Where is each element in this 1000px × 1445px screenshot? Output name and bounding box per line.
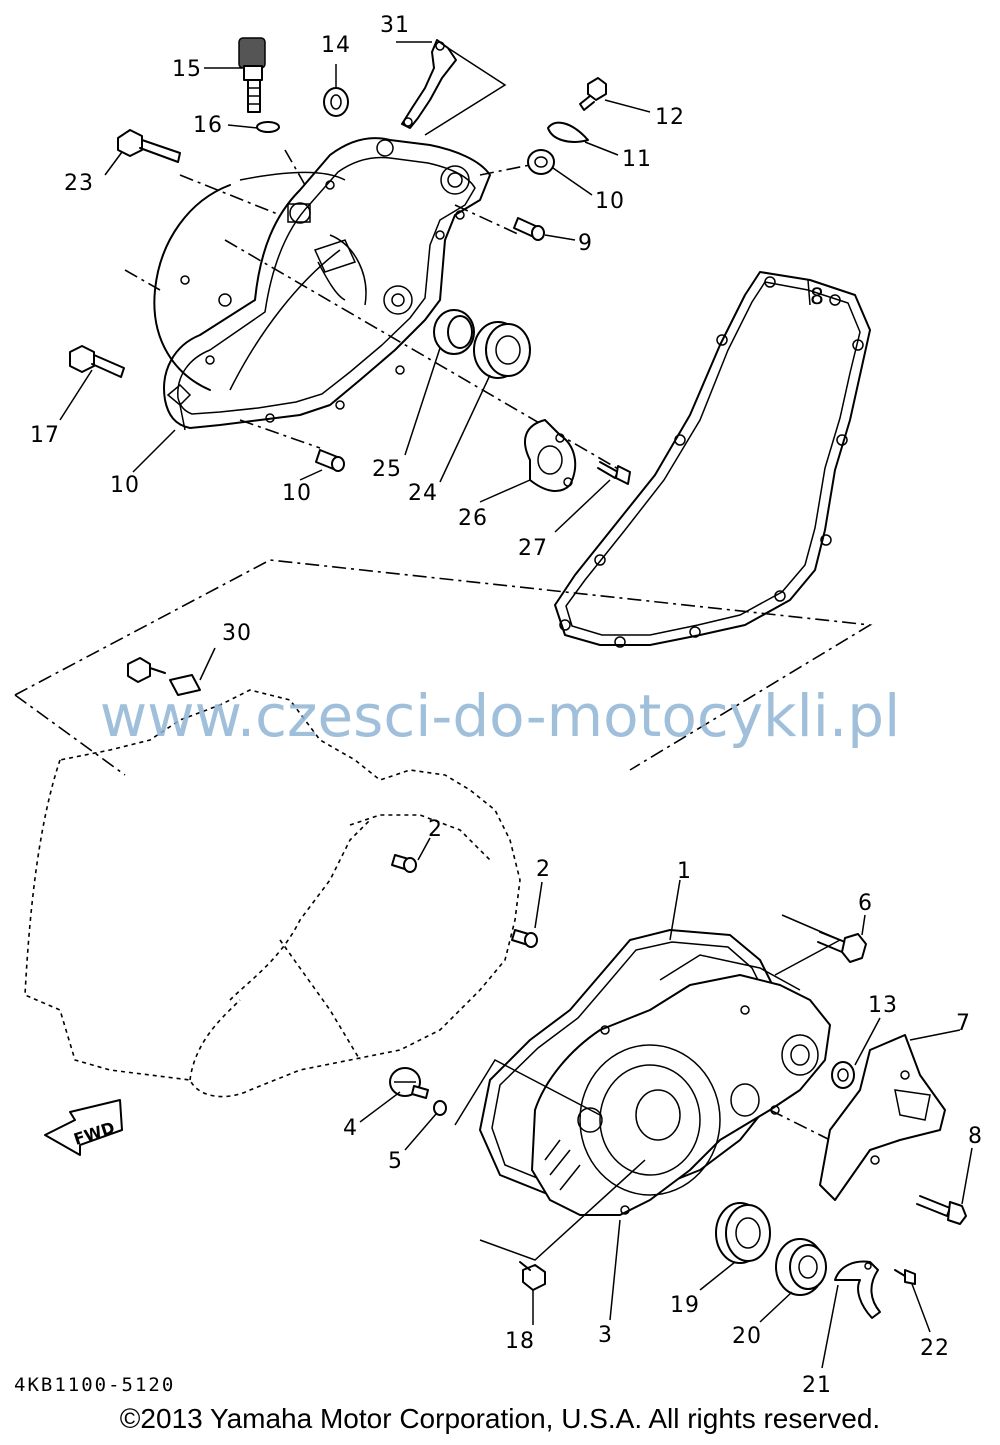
callout-28: 26 (458, 506, 488, 531)
callout-3: 3 (598, 1323, 613, 1348)
callout-4: 4 (343, 1116, 358, 1141)
callout-7: 7 (956, 1011, 971, 1036)
bracket-31 (401, 39, 507, 136)
bearing-21 (715, 1202, 771, 1264)
callout-14: 12 (655, 105, 685, 130)
oil-seal-22 (775, 1238, 827, 1296)
callout-2-right: 2 (536, 857, 551, 882)
callout-21: 19 (670, 1293, 700, 1318)
crankcase-cover-11 (153, 137, 491, 431)
oil-seal-27 (433, 309, 475, 355)
callout-24: 22 (920, 1336, 950, 1361)
crankcase-cover-3 (479, 929, 831, 1216)
bolt-25 (117, 129, 181, 163)
callout-11: 10 (110, 473, 140, 498)
bolt-6 (817, 931, 867, 963)
callout-20: 18 (505, 1329, 535, 1354)
plug-4 (389, 1067, 429, 1099)
callout-22: 20 (732, 1324, 762, 1349)
callout-16: 14 (321, 33, 351, 58)
callout-1: 1 (677, 859, 692, 884)
sprocket-cover-7 (819, 1034, 946, 1201)
forward-direction-arrow: FWD (44, 1099, 123, 1156)
callout-27: 25 (372, 457, 402, 482)
callout-2-left: 2 (428, 817, 443, 842)
oil-seal-15 (831, 1061, 855, 1089)
callout-25: 23 (64, 171, 94, 196)
callout-10-lower: 10 (282, 481, 312, 506)
callout-29: 27 (518, 536, 548, 561)
callout-10-upper: 9 (578, 231, 593, 256)
callout-18: 16 (193, 113, 223, 138)
callout-23: 21 (802, 1373, 832, 1398)
dowel-pin-10-lower (315, 449, 345, 472)
callout-19: 17 (30, 423, 60, 448)
leader-lines (59, 41, 973, 1369)
bearing-retainer-28 (524, 419, 577, 492)
o-ring-18 (256, 121, 280, 133)
callout-17: 15 (172, 57, 202, 82)
website-watermark: www.czesci-do-motocykli.pl (99, 682, 901, 750)
plate-13 (547, 121, 589, 143)
oil-seal-16 (323, 87, 349, 117)
screw-14 (579, 77, 607, 111)
bolt-19 (69, 345, 125, 378)
diagram-code: 4KB1100-5120 (14, 1374, 176, 1396)
callout-9: 8 (810, 285, 825, 310)
gasket-9 (554, 271, 871, 648)
dowel-pin-2-left (391, 854, 417, 873)
engine-outline (14, 559, 873, 1098)
callout-15: 13 (868, 993, 898, 1018)
bolt-20 (519, 1261, 546, 1291)
dowel-pin-10-upper (513, 217, 545, 241)
bolt-clip-30 (127, 657, 201, 696)
callout-12: 10 (595, 189, 625, 214)
o-ring-5 (433, 1100, 447, 1116)
screw-29 (597, 461, 631, 485)
screw-24 (894, 1269, 916, 1285)
callout-5: 5 (388, 1149, 403, 1174)
callout-30: 30 (222, 621, 252, 646)
callout-8: 8 (968, 1124, 983, 1149)
oil-filler-cap-17 (238, 37, 266, 113)
retainer-23 (834, 1260, 881, 1319)
bearing-26 (473, 321, 531, 379)
dowel-pin-2-right (511, 929, 538, 948)
callout-numbers: 15 16 23 14 31 12 11 10 9 8 17 10 10 25 … (30, 13, 983, 1398)
oil-seal-12 (527, 149, 555, 175)
callout-26: 24 (408, 481, 438, 506)
callout-6: 6 (858, 891, 873, 916)
callout-31: 31 (380, 13, 410, 38)
callout-13: 11 (622, 147, 652, 172)
bolt-8 (916, 1195, 967, 1225)
copyright-notice: ©2013 Yamaha Motor Corporation, U.S.A. A… (119, 1403, 881, 1434)
